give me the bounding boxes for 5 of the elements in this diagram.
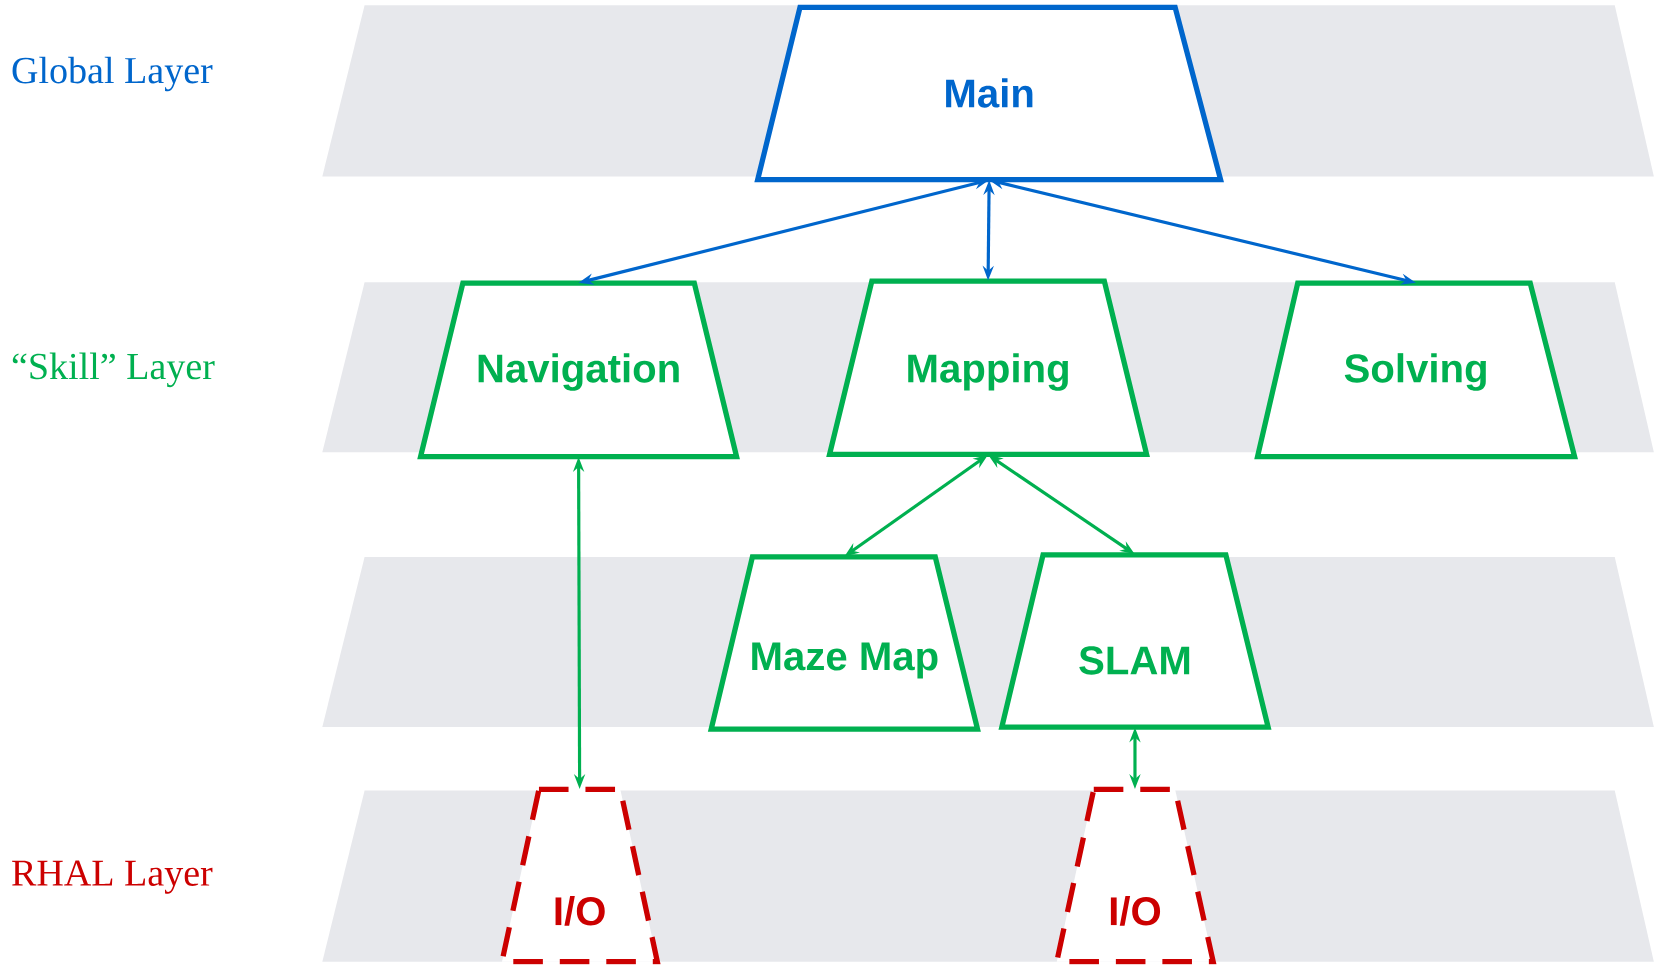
node-label: I/O — [1110, 896, 1161, 926]
layer-label: “Skill” Layer — [12, 352, 215, 388]
layer-label: RHAL Layer — [12, 860, 213, 894]
node-label: I/O — [555, 896, 605, 926]
layer-label: Global Layer — [12, 56, 213, 92]
